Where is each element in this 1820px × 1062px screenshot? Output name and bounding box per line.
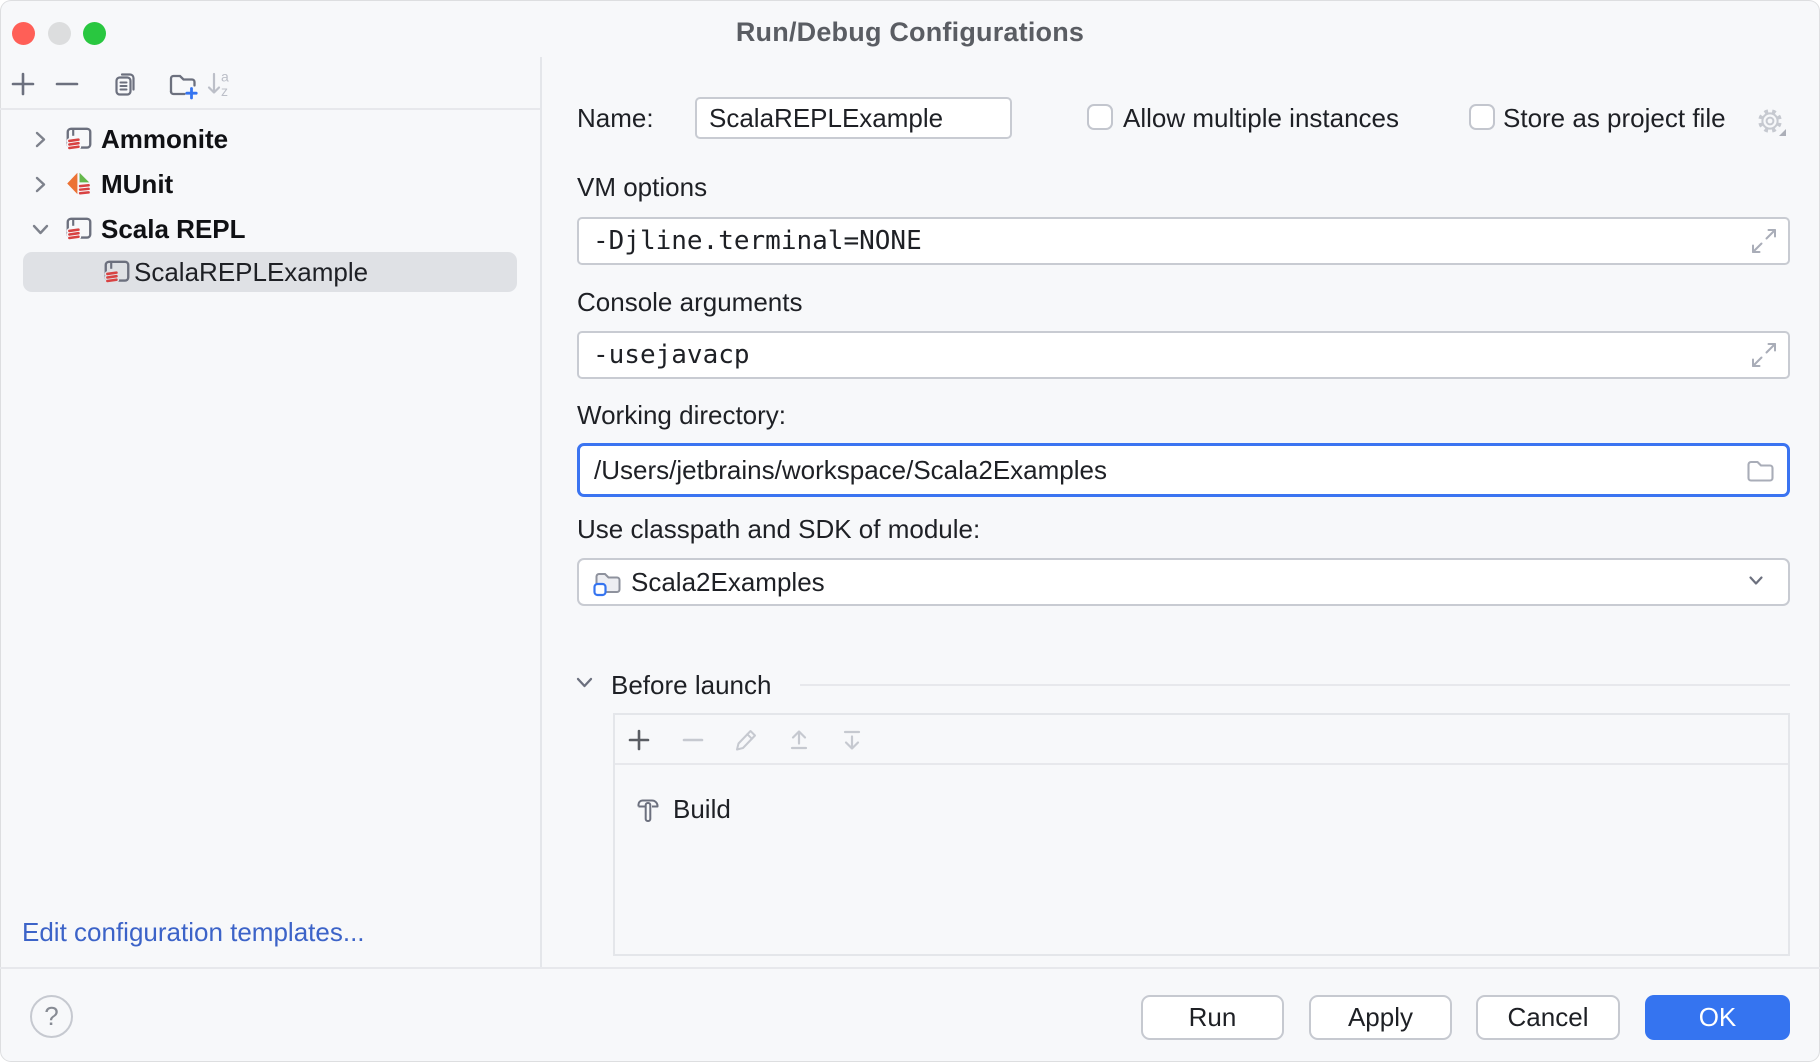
sidebar-divider: [540, 57, 542, 967]
new-folder-icon: [165, 66, 201, 102]
plus-icon: [7, 68, 39, 100]
sort-configurations-button[interactable]: a z: [202, 66, 238, 102]
chevron-right-icon[interactable]: [28, 127, 52, 151]
allow-multiple-instances-checkbox[interactable]: [1087, 104, 1113, 130]
before-launch-item-build[interactable]: Build: [615, 787, 1788, 831]
munit-icon: [64, 169, 94, 199]
working-directory-label: Working directory:: [577, 400, 787, 430]
vm-options-field[interactable]: -Djline.terminal=NONE: [577, 217, 1790, 265]
tree-item-scala-repl[interactable]: Scala REPL: [0, 207, 540, 251]
tree-item-label: MUnit: [101, 168, 174, 199]
store-as-project-file-checkbox[interactable]: [1469, 104, 1495, 130]
before-launch-move-up-button[interactable]: [783, 724, 815, 756]
folder-icon[interactable]: [1743, 454, 1775, 486]
dialog-title: Run/Debug Configurations: [735, 17, 1085, 47]
gear-icon: [1752, 104, 1790, 142]
chevron-down-icon[interactable]: [28, 217, 52, 241]
question-mark-icon: ?: [44, 1001, 59, 1031]
add-configuration-button[interactable]: [5, 66, 41, 102]
console-arguments-field[interactable]: -usejavacp: [577, 331, 1790, 379]
copy-configuration-button[interactable]: [108, 66, 144, 102]
scala-console-icon: [64, 124, 94, 154]
remove-icon: [677, 724, 709, 756]
edit-configuration-templates-link[interactable]: Edit configuration templates...: [22, 917, 365, 947]
console-arguments-value: -usejavacp: [593, 340, 750, 370]
scala-console-icon: [102, 257, 132, 287]
before-launch-title: Before launch: [611, 670, 772, 700]
tree-item-label: Ammonite: [101, 123, 229, 154]
svg-text:a: a: [221, 69, 229, 85]
module-combobox[interactable]: Scala2Examples: [577, 558, 1790, 606]
copy-icon: [109, 67, 143, 101]
close-window-button[interactable]: [12, 22, 35, 45]
store-settings-gear-button[interactable]: [1752, 104, 1790, 142]
module-value: Scala2Examples: [631, 566, 825, 597]
hammer-icon: [633, 794, 663, 824]
expand-icon[interactable]: [1748, 225, 1780, 257]
before-launch-title-rule: [800, 684, 1790, 686]
cancel-button[interactable]: Cancel: [1476, 995, 1620, 1040]
tree-item-scalareplexample[interactable]: ScalaREPLExample: [0, 250, 540, 294]
allow-multiple-instances-label: Allow multiple instances: [1123, 103, 1400, 133]
name-input[interactable]: [695, 97, 1012, 139]
vm-options-label: VM options: [577, 172, 708, 202]
scala-console-icon: [64, 214, 94, 244]
footer-divider: [0, 967, 1820, 969]
before-launch-toolbar: [615, 715, 1788, 765]
store-as-project-file-label: Store as project file: [1503, 103, 1726, 133]
run-button[interactable]: Run: [1141, 995, 1284, 1040]
console-arguments-label: Console arguments: [577, 287, 803, 317]
titlebar: Run/Debug Configurations: [0, 0, 1820, 57]
chevron-right-icon[interactable]: [28, 172, 52, 196]
new-folder-button[interactable]: [165, 66, 201, 102]
before-launch-add-button[interactable]: [623, 724, 655, 756]
before-launch-remove-button[interactable]: [677, 724, 709, 756]
apply-button[interactable]: Apply: [1309, 995, 1452, 1040]
remove-configuration-button[interactable]: [49, 66, 85, 102]
tree-item-label: Scala REPL: [101, 213, 246, 244]
chevron-down-icon[interactable]: [1742, 566, 1774, 598]
ok-button[interactable]: OK: [1645, 995, 1790, 1040]
tree-item-label: ScalaREPLExample: [134, 256, 369, 287]
help-button[interactable]: ?: [30, 995, 73, 1038]
vm-options-value: -Djline.terminal=NONE: [593, 226, 922, 256]
minus-icon: [51, 68, 83, 100]
use-classpath-module-label: Use classpath and SDK of module:: [577, 514, 981, 544]
working-directory-field[interactable]: /Users/jetbrains/workspace/Scala2Example…: [577, 443, 1790, 497]
minimize-window-button[interactable]: [48, 22, 71, 45]
module-icon: [592, 567, 622, 597]
zoom-window-button[interactable]: [83, 22, 106, 45]
edit-pencil-icon: [730, 724, 762, 756]
before-launch-item-label: Build: [673, 793, 731, 824]
tree-item-ammonite[interactable]: Ammonite: [0, 117, 540, 161]
expand-icon[interactable]: [1748, 339, 1780, 371]
move-up-icon: [783, 724, 815, 756]
svg-text:z: z: [221, 83, 228, 99]
tree-item-munit[interactable]: MUnit: [0, 162, 540, 206]
before-launch-collapse-chevron-icon[interactable]: [571, 669, 597, 695]
before-launch-panel: Build: [613, 713, 1790, 956]
before-launch-edit-button[interactable]: [730, 724, 762, 756]
sidebar-toolbar-divider: [0, 108, 540, 110]
move-down-icon: [836, 724, 868, 756]
sort-az-icon: a z: [202, 66, 238, 102]
before-launch-move-down-button[interactable]: [836, 724, 868, 756]
add-icon: [623, 724, 655, 756]
name-label: Name:: [577, 103, 654, 133]
working-directory-value: /Users/jetbrains/workspace/Scala2Example…: [594, 454, 1107, 485]
